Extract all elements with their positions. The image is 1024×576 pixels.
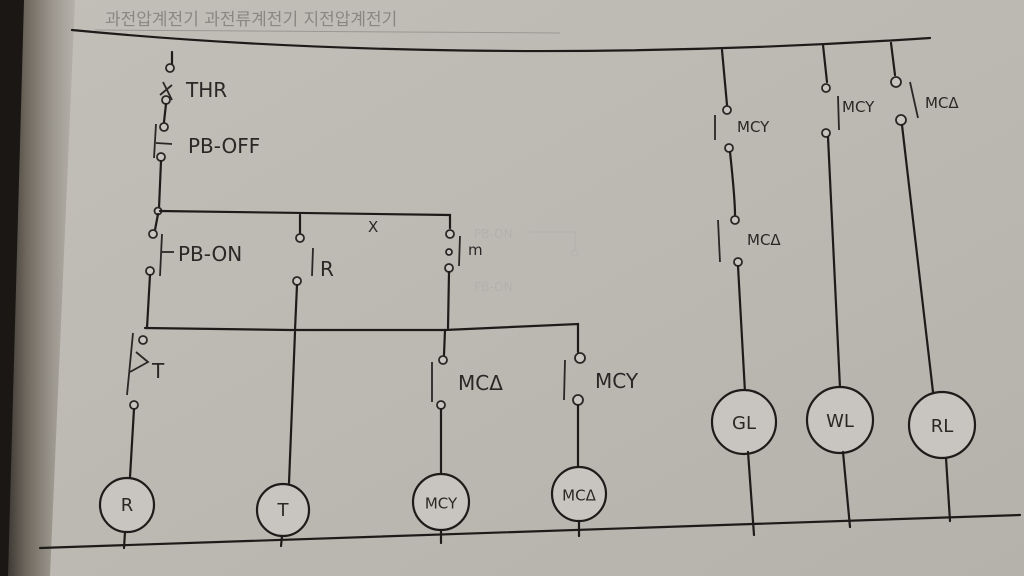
wire (889, 41, 897, 77)
erased-mark: PB-ON (474, 280, 513, 294)
r-coil-label: R (121, 495, 134, 516)
gl-contact-2-label: MCΔ (747, 231, 781, 249)
erased-mark: PB-ON (474, 227, 513, 241)
wire (720, 48, 729, 107)
erased-terminal (571, 249, 579, 257)
wl-lamp-label: WL (826, 411, 854, 432)
timer-contact-label: T (151, 359, 165, 383)
bottom-rail (38, 513, 1022, 550)
r-contact (292, 233, 314, 286)
wire (841, 450, 852, 529)
pb-off-label: PB-OFF (188, 134, 260, 158)
gl-lamp: GL (710, 388, 778, 456)
header-note: 과전압계전기 과전류계전기 지전압계전기 (105, 10, 397, 30)
wire (826, 135, 842, 390)
wire (128, 407, 136, 479)
wire (287, 330, 297, 485)
erased-wire (530, 231, 576, 250)
m-contact (444, 229, 461, 273)
r-contact-label: R (320, 257, 334, 281)
binding-edge (0, 0, 24, 576)
wl-mcy-contact (821, 83, 840, 138)
wire (122, 530, 127, 550)
pb-off-contact (153, 122, 173, 162)
rl-lamp-label: RL (931, 416, 954, 437)
wl-lamp: WL (805, 385, 875, 455)
gl-mcd-contact (717, 215, 743, 267)
r-coil: R (98, 476, 156, 534)
mcd-interlock-contact (431, 355, 448, 410)
mcd-interlock-label: MCΔ (458, 371, 503, 395)
gl-lamp-label: GL (732, 413, 756, 434)
header-rule (94, 29, 561, 34)
wire (728, 150, 737, 217)
t-coil-label: T (277, 500, 290, 521)
mcy-interlock-contact (563, 352, 586, 406)
wire (746, 450, 756, 537)
wire (944, 456, 952, 523)
wire (279, 534, 284, 548)
wire (442, 328, 447, 357)
wire (293, 283, 299, 332)
rl-contact-label: MCΔ (925, 94, 959, 112)
wire (153, 212, 160, 232)
rl-lamp: RL (907, 390, 977, 460)
thr-label: THR (185, 78, 227, 102)
removed-link-x-mark: X (368, 218, 378, 236)
upper-bus (158, 209, 452, 230)
m-contact-label: m (468, 241, 483, 259)
wl-contact-label: MCY (842, 98, 875, 116)
mcd-coil: MCΔ (550, 465, 608, 523)
gl-contact-1-label: MCY (737, 118, 770, 136)
mcy-coil-label: MCY (425, 495, 458, 513)
wire (162, 102, 168, 124)
wire (145, 273, 152, 330)
wire (900, 123, 935, 394)
pb-on-label: PB-ON (178, 242, 242, 266)
wire (821, 43, 829, 84)
wire (446, 270, 451, 330)
wire (157, 159, 163, 210)
mcy-interlock-label: MCY (595, 369, 639, 393)
t-coil: T (255, 482, 311, 538)
mcy-coil: MCY (411, 472, 471, 532)
thr-contact (159, 63, 175, 105)
wire (736, 264, 747, 394)
top-rail (70, 28, 932, 53)
mcd-coil-label: MCΔ (562, 487, 596, 505)
